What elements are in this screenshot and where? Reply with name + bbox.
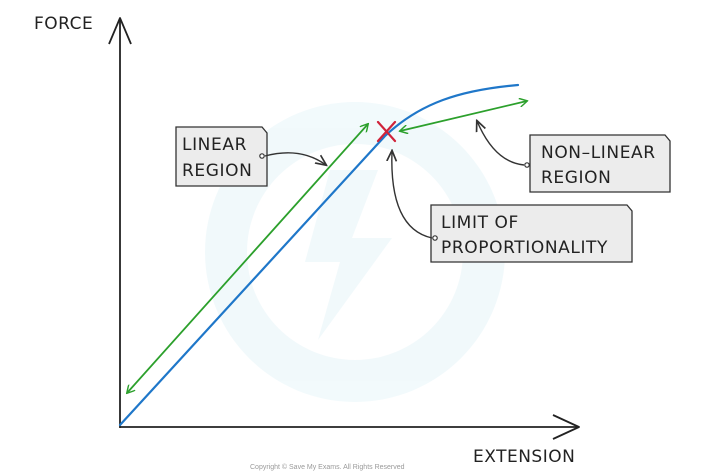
linear-region-label: LINEAR REGION [175, 126, 326, 187]
limit-label-line2: PROPORTIONALITY [441, 238, 608, 258]
non-linear-region-label-line1: NON–LINEAR [541, 143, 656, 163]
y-axis-arrowhead [108, 17, 132, 45]
linear-region-arrow [127, 124, 368, 393]
x-axis-label: EXTENSION [473, 447, 575, 467]
copyright-notice: Copyright © Save My Exams. All Rights Re… [250, 463, 405, 471]
non-linear-region-label-line2: REGION [541, 168, 611, 188]
linear-region-label-line1: LINEAR [182, 135, 247, 155]
limit-label-line1: LIMIT OF [441, 213, 519, 233]
non-linear-region-arrow [400, 101, 527, 131]
x-axis-arrowhead [552, 414, 580, 440]
axes: FORCE EXTENSION [34, 14, 580, 467]
linear-region-label-line2: REGION [182, 161, 252, 181]
limit-of-proportionality-marker [376, 120, 397, 143]
non-linear-region-label: NON–LINEAR REGION [477, 121, 671, 193]
limit-of-proportionality-label: LIMIT OF PROPORTIONALITY [392, 151, 633, 263]
y-axis-label: FORCE [34, 14, 93, 34]
